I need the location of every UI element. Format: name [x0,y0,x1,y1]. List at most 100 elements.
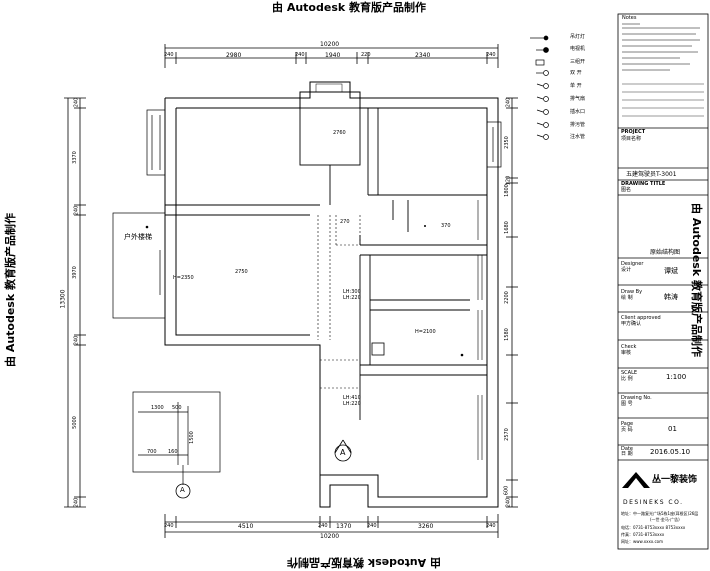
dim-bottom-seg: 240 [318,523,328,529]
section-marker-detail-label: A [180,486,185,494]
detail-inset [132,391,221,485]
tb-drawing-title: 原始结构图 [650,249,681,256]
tb-scale-value: 1:100 [666,373,687,381]
tb-drawn-sub: 绘 制 [621,295,633,301]
outer-walls [164,81,499,508]
dim-bottom-seg: 3260 [418,523,434,530]
ceiling-height-mid: H=2100 [415,329,436,335]
tb-page-sub: 页 码 [621,427,633,433]
tb-drawing-no-sub: 图 号 [621,401,633,407]
tb-company-sub: (一世·金马·广告) [650,517,680,522]
tb-page-value: 01 [668,425,677,433]
tb-checked-label: Client approved [621,315,661,321]
right-dimension-ticks [506,97,518,508]
dim-bottom-seg: 240 [367,523,377,529]
legend-item: 注水管 [570,134,586,140]
wall-note: LH:300 [343,289,361,295]
wall-note: LH:220 [343,295,361,301]
tb-notes-label: Notes [622,15,637,21]
dim-bottom-total: 10200 [320,533,340,540]
dim-right-seg: 240 [505,497,512,508]
kitchen-box-label: 370 [441,223,451,229]
watermark-top: 由 Autodesk 教育版产品制作 [272,1,427,14]
dim-right-seg: 1800 [503,184,510,197]
tb-designer-label: Designer [621,261,644,267]
legend-item: 排气扇 [570,96,586,102]
outdoor-stair-area [112,212,166,319]
dim-left-total: 13300 [59,289,67,309]
tb-drawing-title-sub: 图名 [621,187,632,193]
dim-left-seg: 240 [73,497,80,508]
tb-check-sub: 审核 [621,350,632,356]
legend-item: 单 开 [570,83,582,89]
detail-dim: 1300 [151,405,164,411]
fixture-box [371,342,385,356]
title-block-frame [617,13,709,550]
ceiling-height-main: 2750 [235,269,248,275]
detail-dim: 1500 [188,431,195,444]
tb-check-label: Check [621,344,637,350]
beam-lines [317,215,487,389]
tb-date-value: 2016.05.10 [650,448,691,456]
tb-drawn-label: Draw By [621,289,643,295]
dim-right-seg: 600 [503,485,510,496]
dim-bottom-seg: 240 [164,523,174,529]
tb-company-en: DESINEKS CO. [623,499,684,506]
tb-date-label: Date [621,446,633,452]
legend-item: 吊灯灯 [570,34,586,40]
top-dimension-ticks [164,44,499,68]
tb-designer-name: 谭斌 [664,267,678,275]
tb-drawing-title-label: DRAWING TITLE [621,181,666,187]
dim-top-seg: 2340 [415,52,431,59]
company-logo-mark [622,472,650,488]
tb-project-name: 五建驾驶员T-3001 [626,171,677,178]
tb-checked-sub: 甲方确认 [621,321,642,327]
dim-left-seg: 240 [73,335,80,346]
tb-drawn-name: 韩涛 [664,293,678,301]
tb-drawing-no-label: Drawing No. [621,395,652,401]
section-marker-label: A [340,448,346,457]
tb-scale-label: SCALE [621,370,638,376]
tb-page-label: Page [621,421,634,427]
dim-bottom-seg: 240 [486,523,496,529]
dim-left-seg: 240 [73,205,80,216]
dim-right-seg: 2570 [503,428,510,441]
tb-company-logo: 丛一黎装饰 [652,475,698,485]
legend-item: 三组开 [570,59,586,65]
dim-right-seg: 2200 [503,291,510,304]
tb-project-label: PROJECT [621,129,646,135]
ceiling-height-small: 2760 [333,130,346,136]
tb-company-addr: 地址：中一路复光广场5栋1座(耳根区)26层 [621,511,699,516]
window-left-top [146,109,166,176]
outdoor-stair-label: 户外楼梯 [124,233,152,241]
wall-note: LH:410 [343,395,361,401]
small-box-label: 270 [340,219,350,225]
tb-designer-sub: 设计 [621,267,632,273]
tb-scale-sub: 比 例 [621,376,633,382]
window-right-top [486,121,502,168]
dim-bottom-seg: 4510 [238,523,254,530]
left-dimension-ticks [64,97,86,508]
section-marker-main [334,439,352,462]
interior-walls [165,107,487,420]
dim-left-seg: 240 [73,97,80,108]
dim-right-seg: 240 [505,97,512,108]
wall-note: LH:220 [343,401,361,407]
dim-right-seg: 1680 [503,221,510,234]
right-windows [477,200,483,460]
dim-left-seg: 5000 [71,416,78,429]
dim-top-seg: 240 [486,52,496,58]
dim-left-seg: 3970 [71,266,78,279]
dim-top-total: 10200 [320,41,340,48]
legend-symbols [530,35,549,140]
bottom-dimension-ticks [164,514,499,538]
detail-dim: 160 [168,449,178,455]
detail-dim: 700 [147,449,157,455]
dim-top-seg: 2980 [226,52,242,59]
dim-bottom-seg: 1370 [336,523,352,530]
dim-top-seg: 220 [361,52,371,58]
section-marker-detail [175,483,191,499]
tb-company-tel: 电话：0731-8753xxxx 8753xxxx [621,525,686,530]
